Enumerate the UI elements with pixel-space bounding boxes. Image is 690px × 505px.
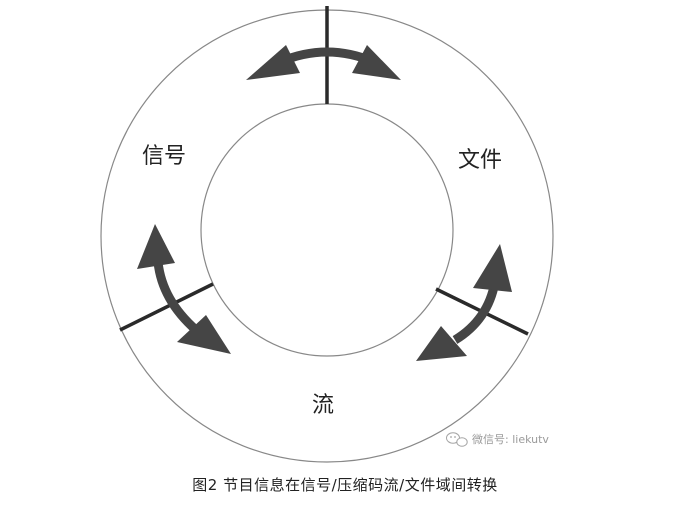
wechat-icon [446,432,468,447]
top-double-arrow [246,45,401,80]
figure-caption: 图2 节目信息在信号/压缩码流/文件域间转换 [192,476,498,494]
left-double-arrow [137,224,231,354]
file-label: 文件 [458,148,502,173]
watermark: 微信号: liekutv [446,432,549,447]
watermark-text: 微信号: liekutv [472,432,549,446]
inner-circle [200,103,454,357]
signal-label: 信号 [142,144,186,169]
right-double-arrow [416,244,512,361]
divider-left [119,282,214,332]
stream-label: 流 [312,393,334,418]
